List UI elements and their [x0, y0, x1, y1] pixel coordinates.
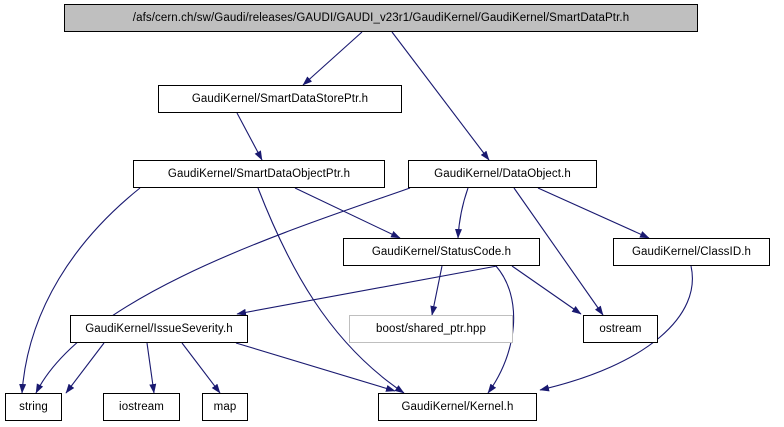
- node-map: map: [202, 393, 248, 421]
- node-class-id-h[interactable]: GaudiKernel/ClassID.h: [613, 238, 770, 266]
- edge-objectptr-to-kernel: [257, 187, 405, 394]
- edge-issueseverity-to-string: [65, 342, 105, 394]
- edge-dataobject-to-ostream: [513, 187, 604, 316]
- edge-main-to-dataobject: [391, 31, 490, 161]
- edge-main-to-storeptr: [302, 31, 363, 86]
- node-iostream: iostream: [103, 393, 180, 421]
- edge-objectptr-to-string: [19, 187, 141, 394]
- node-ostream: ostream: [583, 315, 658, 343]
- node-smart-data-ptr-h: /afs/cern.ch/sw/Gaudi/releases/GAUDI/GAU…: [64, 4, 698, 32]
- edge-objectptr-to-statuscode: [294, 187, 401, 239]
- edge-statuscode-to-issueseverity: [236, 265, 498, 316]
- node-status-code-h[interactable]: GaudiKernel/StatusCode.h: [343, 238, 540, 266]
- node-boost-shared-ptr-hpp: boost/shared_ptr.hpp: [349, 315, 513, 343]
- edge-issueseverity-to-map: [181, 342, 221, 394]
- edge-storeptr-to-objectptr: [236, 112, 263, 161]
- node-kernel-h[interactable]: GaudiKernel/Kernel.h: [378, 393, 537, 421]
- edge-dataobject-to-string: [35, 187, 411, 394]
- node-smart-data-store-ptr-h[interactable]: GaudiKernel/SmartDataStorePtr.h: [158, 85, 402, 113]
- node-smart-data-object-ptr-h[interactable]: GaudiKernel/SmartDataObjectPtr.h: [133, 160, 385, 188]
- node-issue-severity-h[interactable]: GaudiKernel/IssueSeverity.h: [70, 315, 248, 343]
- edge-statuscode-to-boost: [430, 265, 443, 316]
- node-string: string: [5, 393, 62, 421]
- edge-dataobject-to-statuscode: [455, 187, 469, 239]
- edge-issueseverity-to-iostream: [146, 342, 157, 394]
- edge-statuscode-to-kernel: [487, 265, 515, 394]
- edge-classid-to-kernel: [539, 265, 693, 392]
- edge-statuscode-to-ostream: [511, 265, 582, 315]
- edge-dataobject-to-classid: [537, 187, 650, 239]
- edge-issueseverity-to-kernel: [235, 342, 396, 392]
- node-data-object-h[interactable]: GaudiKernel/DataObject.h: [408, 160, 597, 188]
